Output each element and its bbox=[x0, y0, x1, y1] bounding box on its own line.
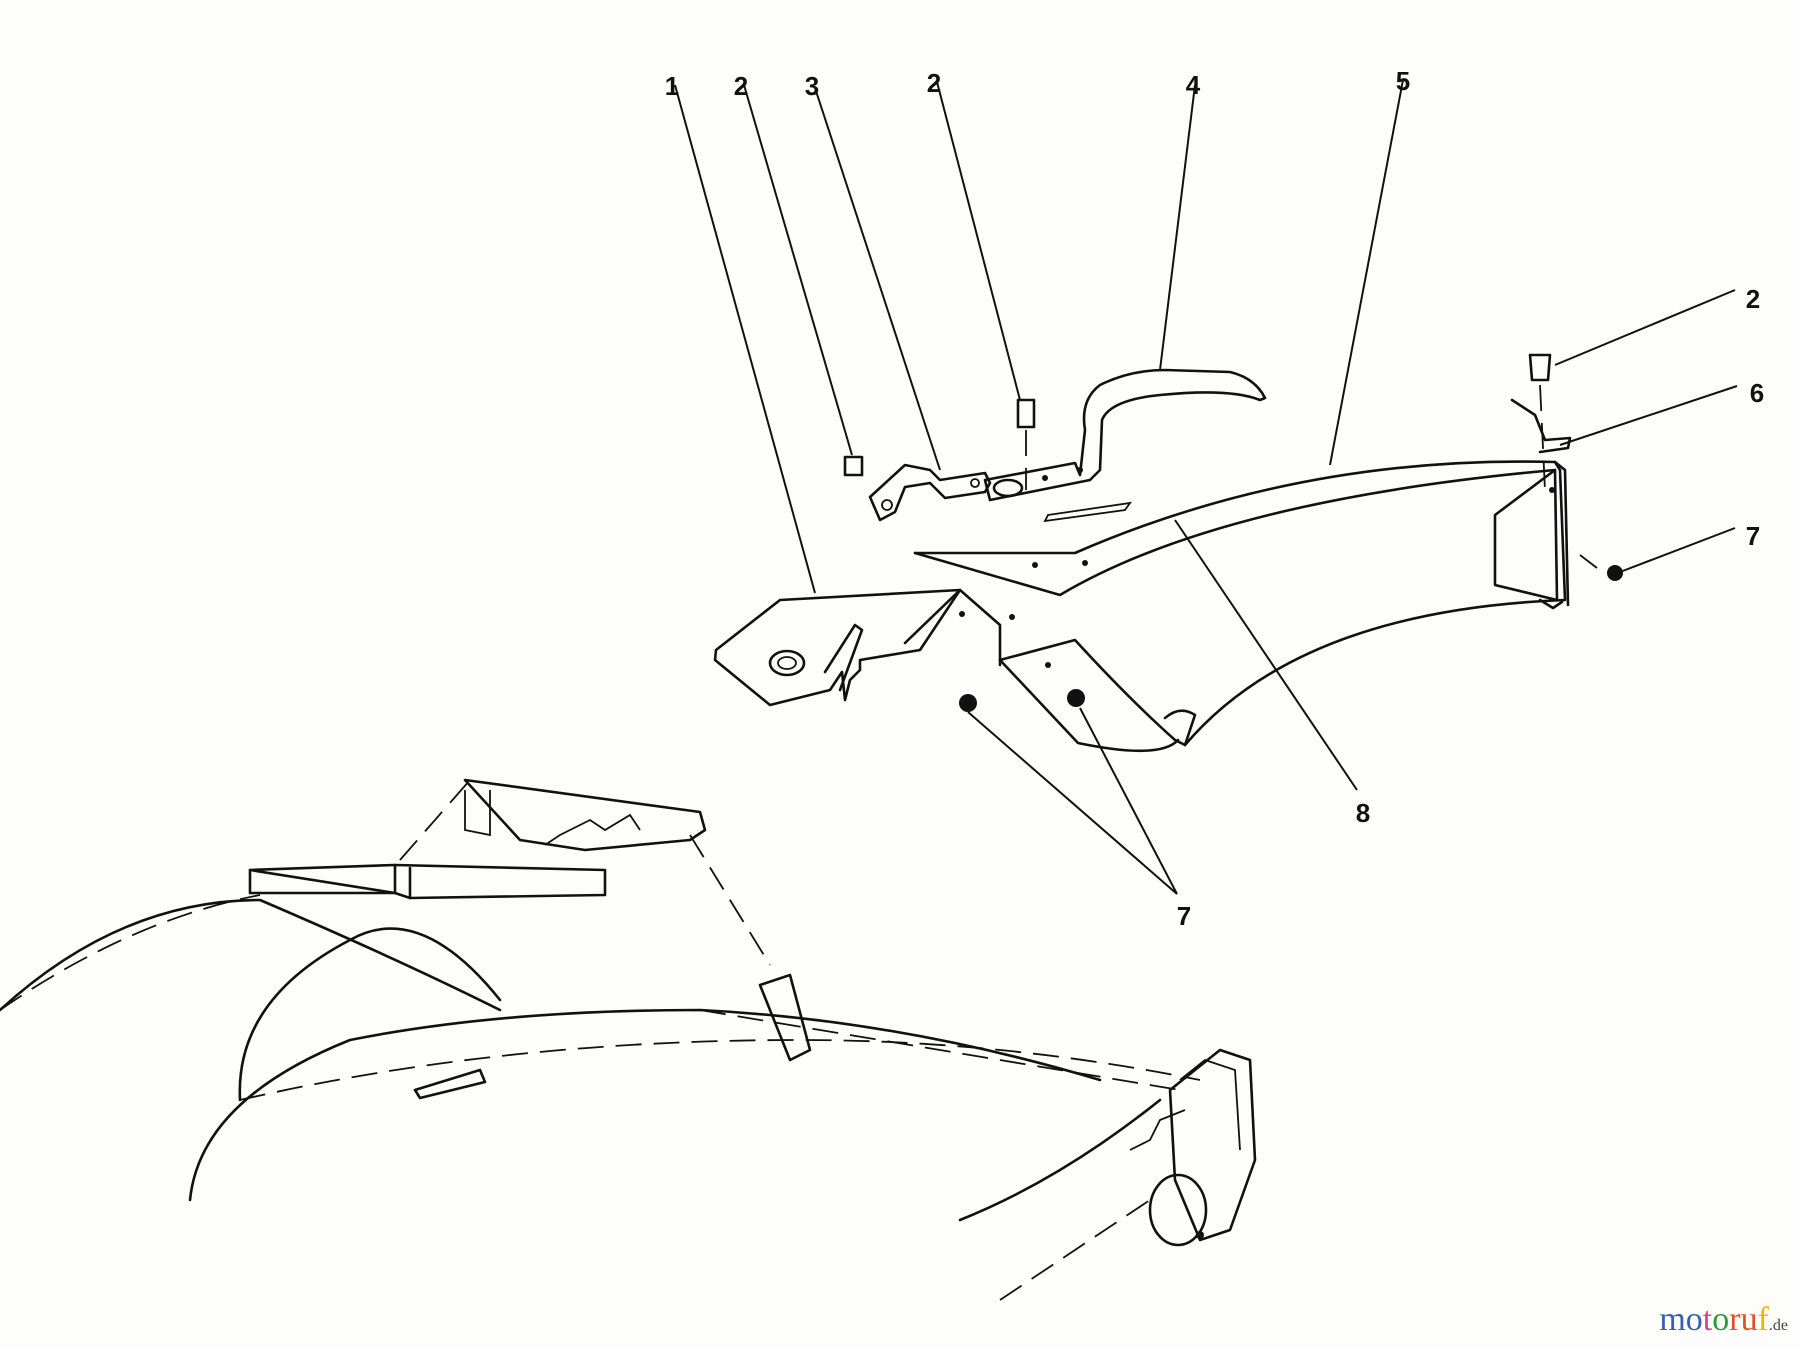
callout-part-8: 8 bbox=[1355, 798, 1371, 828]
handle-deflector-part-4 bbox=[983, 368, 1267, 502]
callout-part-2: 2 bbox=[926, 68, 942, 98]
callout-part-2: 2 bbox=[733, 71, 749, 101]
watermark-logo: motoruf.de bbox=[1659, 1301, 1788, 1339]
callout-part-5: 5 bbox=[1395, 66, 1411, 96]
callout-part-1: 1 bbox=[664, 71, 680, 101]
watermark-letter: r bbox=[1729, 1301, 1741, 1338]
mounting-bracket-part-1 bbox=[713, 588, 1015, 707]
watermark-letter: t bbox=[1702, 1301, 1713, 1338]
callout-part-7: 7 bbox=[1745, 521, 1761, 551]
callout-part-6: 6 bbox=[1749, 378, 1765, 408]
watermark-letter: f bbox=[1757, 1301, 1769, 1338]
bracket-part-3 bbox=[868, 463, 992, 522]
callout-part-3: 3 bbox=[804, 71, 820, 101]
callout-part-4: 4 bbox=[1185, 70, 1201, 100]
watermark-letter: o bbox=[1685, 1301, 1703, 1338]
leader-lines bbox=[674, 79, 1738, 895]
hardware-bolts-nuts bbox=[843, 353, 1623, 712]
watermark-letter: u bbox=[1740, 1301, 1758, 1338]
watermark-tld: .de bbox=[1768, 1317, 1788, 1334]
discharge-chute-part-5 bbox=[913, 460, 1570, 753]
callout-part-7: 7 bbox=[1176, 901, 1192, 931]
callout-part-2: 2 bbox=[1745, 284, 1761, 314]
watermark-letter: m bbox=[1659, 1301, 1686, 1338]
mower-deck bbox=[0, 778, 1257, 1301]
watermark-letter: o bbox=[1712, 1301, 1730, 1338]
